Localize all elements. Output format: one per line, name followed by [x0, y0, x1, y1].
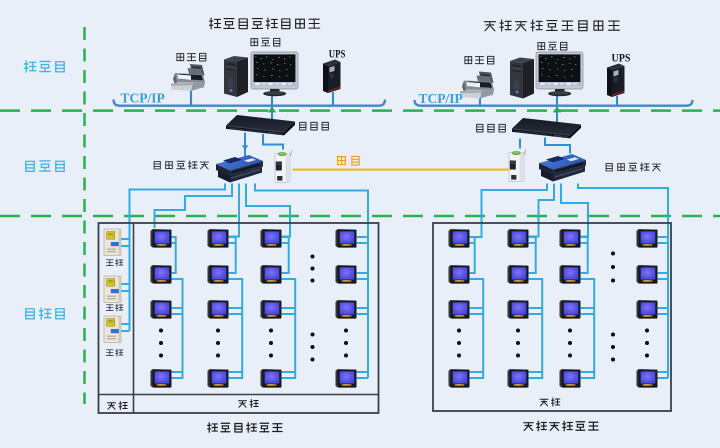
- svg-text:UPS: UPS: [612, 51, 631, 65]
- svg-text:TCP/IP: TCP/IP: [419, 91, 463, 106]
- svg-text:UPS: UPS: [329, 47, 346, 61]
- svg-text:TCP/IP: TCP/IP: [121, 90, 165, 105]
